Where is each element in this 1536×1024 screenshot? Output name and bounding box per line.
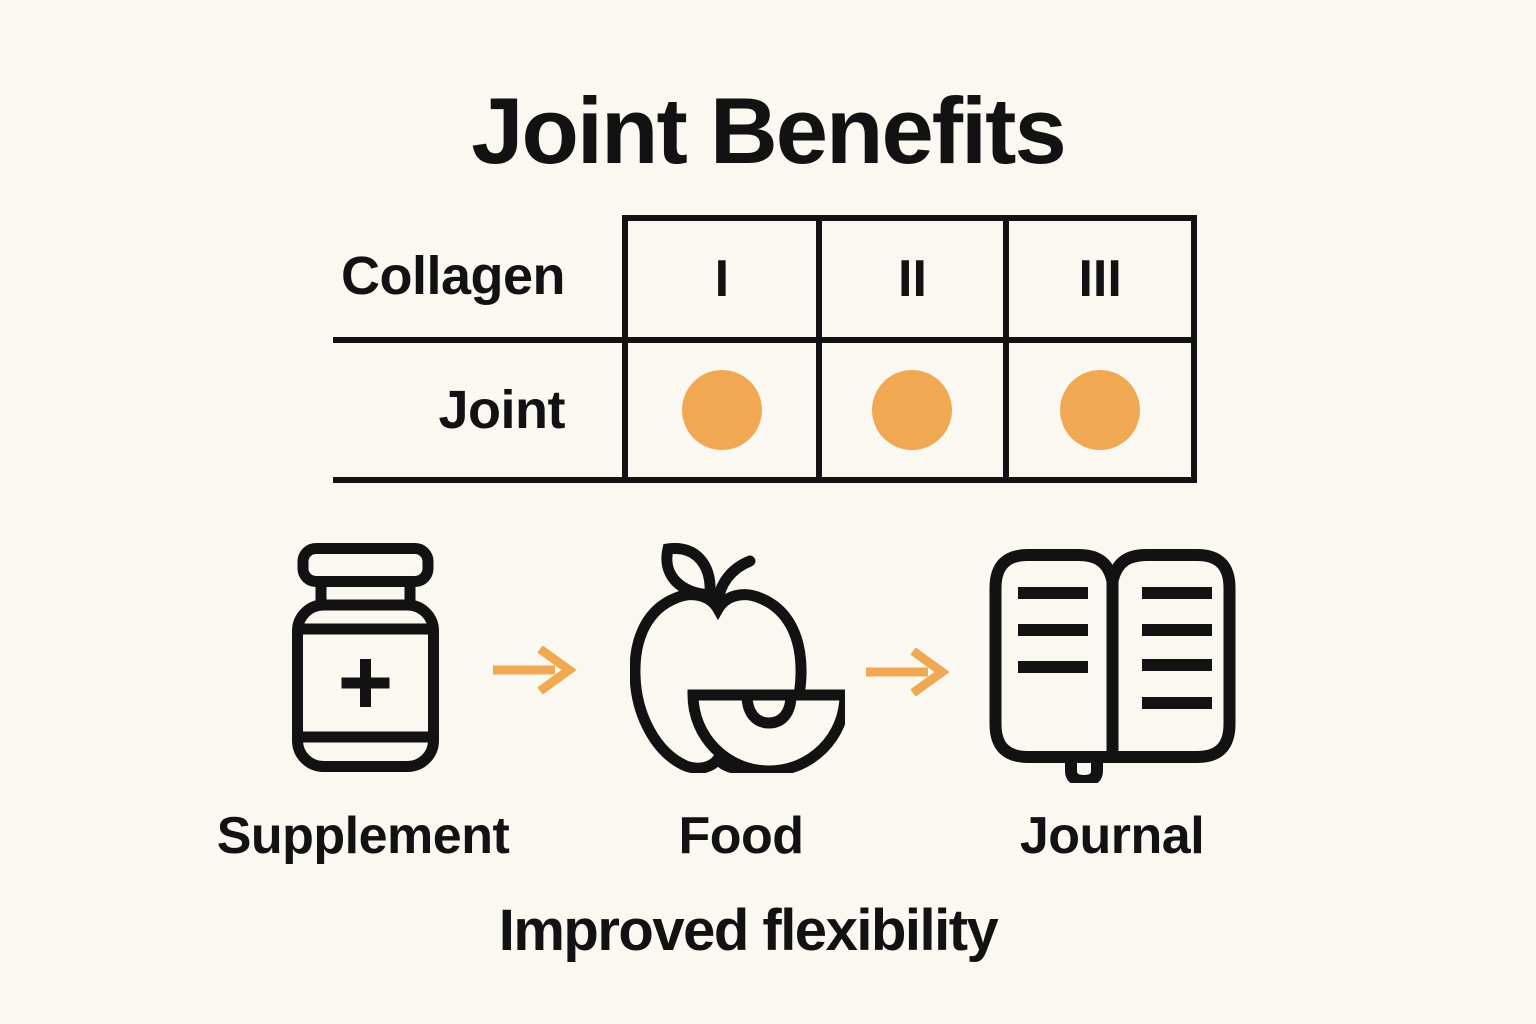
table-column-header: III <box>1003 221 1191 337</box>
orange-dot-icon <box>872 370 953 450</box>
orange-dot-icon <box>681 370 762 450</box>
caption-text: Improved flexibility <box>498 898 999 963</box>
page-title: Joint Benefits <box>471 78 1067 183</box>
supplement-bottle-icon <box>292 543 439 772</box>
table-bottom-line <box>333 477 622 483</box>
table-divider-line <box>333 337 622 343</box>
arrow-right-icon <box>866 648 951 696</box>
arrow-right-icon <box>493 646 578 694</box>
journal-icon <box>988 548 1237 783</box>
flow-step-label-supplement: Supplement <box>216 807 510 865</box>
table-column-header: I <box>714 250 730 308</box>
flow-step-label-journal: Journal <box>1019 807 1205 865</box>
table-column-header: II <box>815 221 1004 337</box>
table-cell-joint-2 <box>815 337 1004 477</box>
flow-step-label-food: Food <box>678 807 804 865</box>
apple-icon <box>630 543 845 773</box>
table-grid: I II III <box>622 215 1197 483</box>
table-cell-joint-1 <box>628 337 816 477</box>
table-row-header-joint: Joint <box>438 380 566 440</box>
table-row-header-collagen: Collagen <box>340 246 566 306</box>
orange-dot-icon <box>1060 370 1141 450</box>
table-cell-joint-3 <box>1003 337 1191 477</box>
